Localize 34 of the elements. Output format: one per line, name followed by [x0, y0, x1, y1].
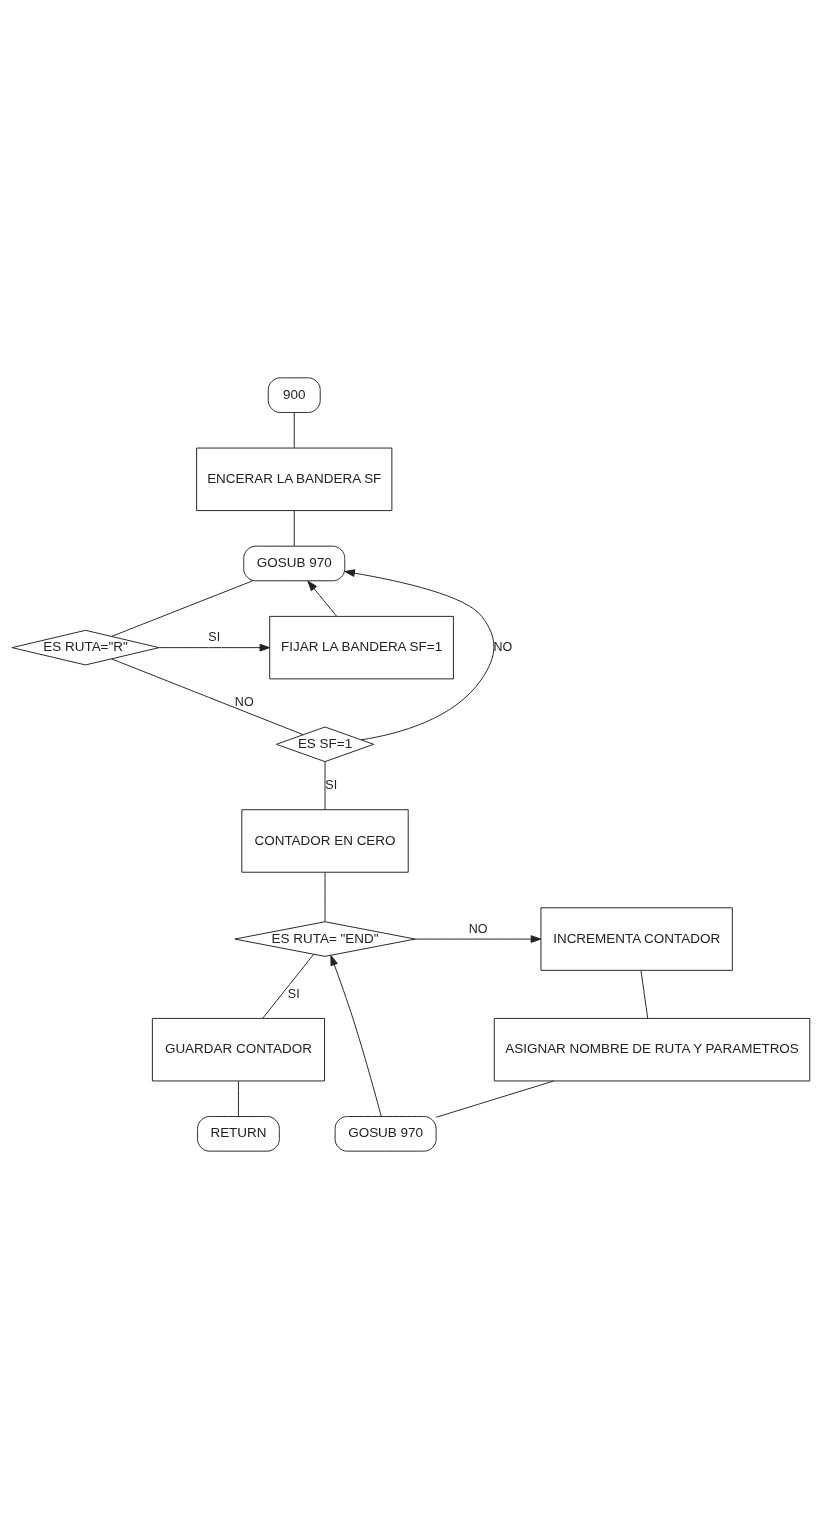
- arrow: [158, 643, 271, 651]
- node-box: GUARDAR CONTADOR: [151, 1017, 326, 1081]
- edge-label: SI: [287, 986, 300, 1001]
- edge-label: NO: [493, 639, 513, 654]
- connector: [237, 1080, 239, 1117]
- edge-label: SI: [325, 777, 338, 792]
- node-box: 900: [267, 376, 321, 413]
- arrow: [344, 568, 495, 740]
- edge-label: NO: [234, 694, 254, 709]
- node-box: ENCERAR LA BANDERA SF: [196, 447, 393, 511]
- node-diamond: ES SF=1: [275, 726, 375, 762]
- node-diamond: ES RUTA= "END": [234, 920, 416, 957]
- node-diamond: ES RUTA="R": [11, 629, 160, 665]
- node-box: RETURN: [197, 1115, 280, 1152]
- connector: [293, 509, 295, 546]
- node-box: INCREMENTA CONTADOR: [540, 906, 733, 971]
- connector: [324, 871, 326, 922]
- node-box: CONTADOR EN CERO: [241, 808, 409, 873]
- connector: [111, 657, 304, 735]
- connector: [435, 1080, 555, 1118]
- connector: [111, 579, 253, 637]
- edge-label: SI: [208, 629, 221, 644]
- connector: [324, 760, 326, 810]
- node-box: FIJAR LA BANDERA SF=1: [269, 615, 454, 679]
- connector: [262, 953, 315, 1018]
- connector: [293, 411, 295, 448]
- edge-label: NO: [468, 921, 488, 936]
- node-box: GOSUB 970: [243, 545, 346, 581]
- arrow: [414, 934, 542, 943]
- node-box: GOSUB 970: [334, 1115, 437, 1152]
- arrow: [330, 954, 382, 1117]
- connector: [640, 969, 649, 1019]
- node-box: ASIGNAR NOMBRE DE RUTA Y PARAMETROS: [493, 1017, 811, 1081]
- arrow: [307, 580, 337, 617]
